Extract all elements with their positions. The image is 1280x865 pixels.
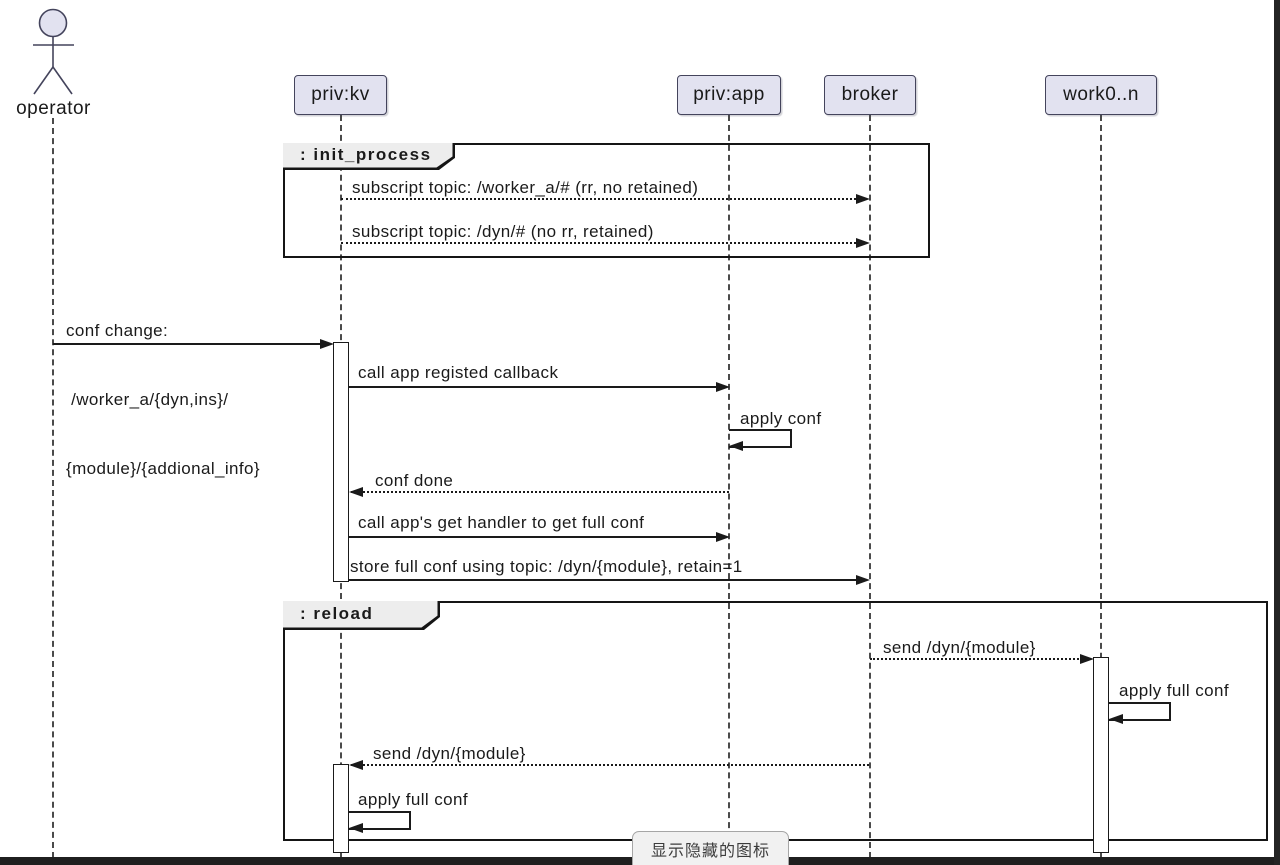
arrowhead-left [349,823,363,833]
message-label: subscript topic: /dyn/# (no rr, retained… [352,222,654,241]
participant-priv-kv: priv:kv [294,75,387,115]
message-line [341,198,860,200]
arrowhead-right [856,238,870,248]
participant-label: broker [841,84,899,105]
arrowhead-left [349,487,363,497]
message-label: send /dyn/{module} [883,638,1036,657]
message-label: apply full conf [1119,681,1229,700]
message-line [341,242,860,244]
message-label: store full conf using topic: /dyn/{modul… [350,557,743,576]
frame-tab: : reload [283,601,440,630]
arrowhead-right [716,532,730,542]
participant-label: priv:app [693,84,765,105]
lifeline-priv-app [728,115,730,858]
frame-title: : init_process [283,143,453,168]
message-label: call app registed callback [358,363,559,382]
self-message-loop [349,811,411,830]
activation-bar-kv-1 [333,342,349,582]
participant-priv-app: priv:app [677,75,781,115]
message-label: apply full conf [358,790,468,809]
screen-right-edge [1274,0,1280,865]
frame-tab: : init_process [283,143,455,170]
message-line [351,764,869,766]
participant-label: work0..n [1063,84,1139,105]
frame-init-process: : init_process [283,143,930,258]
arrowhead-left [729,441,743,451]
message-line [351,491,729,493]
activation-bar-work [1093,657,1109,853]
arrowhead-right [1080,654,1094,664]
arrowhead-right [716,382,730,392]
message-label: send /dyn/{module} [373,744,526,763]
message-label: call app's get handler to get full conf [358,513,645,532]
message-label: subscript topic: /worker_a/# (rr, no ret… [352,178,699,197]
frame-title: : reload [283,601,438,628]
tooltip-text: 显示隐藏的图标 [650,842,770,860]
arrowhead-left [349,760,363,770]
message-line [53,343,325,345]
arrowhead-left [1109,714,1123,724]
actor-label: operator [16,98,91,119]
message-label-line: {module}/{addional_info} [66,459,260,478]
message-line [870,658,1086,660]
message-line [349,579,860,581]
message-label-line: conf change: [66,321,169,340]
message-label-line: /worker_a/{dyn,ins}/ [66,390,229,409]
arrowhead-right [856,575,870,585]
tray-tooltip: 显示隐藏的图标 [632,831,789,865]
participant-label: priv:kv [311,84,370,105]
actor-operator: operator [0,4,110,119]
actor-icon [33,8,74,95]
message-line [349,386,722,388]
activation-bar-kv-2 [333,764,349,853]
lifeline-work [1100,115,1102,858]
lifeline-broker [869,115,871,858]
message-label: conf change: /worker_a/{dyn,ins}/ {modul… [66,273,260,526]
message-line [349,536,722,538]
self-message-loop [1109,702,1171,721]
self-message-loop [729,429,792,448]
arrowhead-right [856,194,870,204]
participant-work: work0..n [1045,75,1157,115]
participant-broker: broker [824,75,916,115]
lifeline-operator [52,118,54,858]
message-label: apply conf [740,409,822,428]
arrowhead-right [320,339,334,349]
message-label: conf done [375,471,454,490]
